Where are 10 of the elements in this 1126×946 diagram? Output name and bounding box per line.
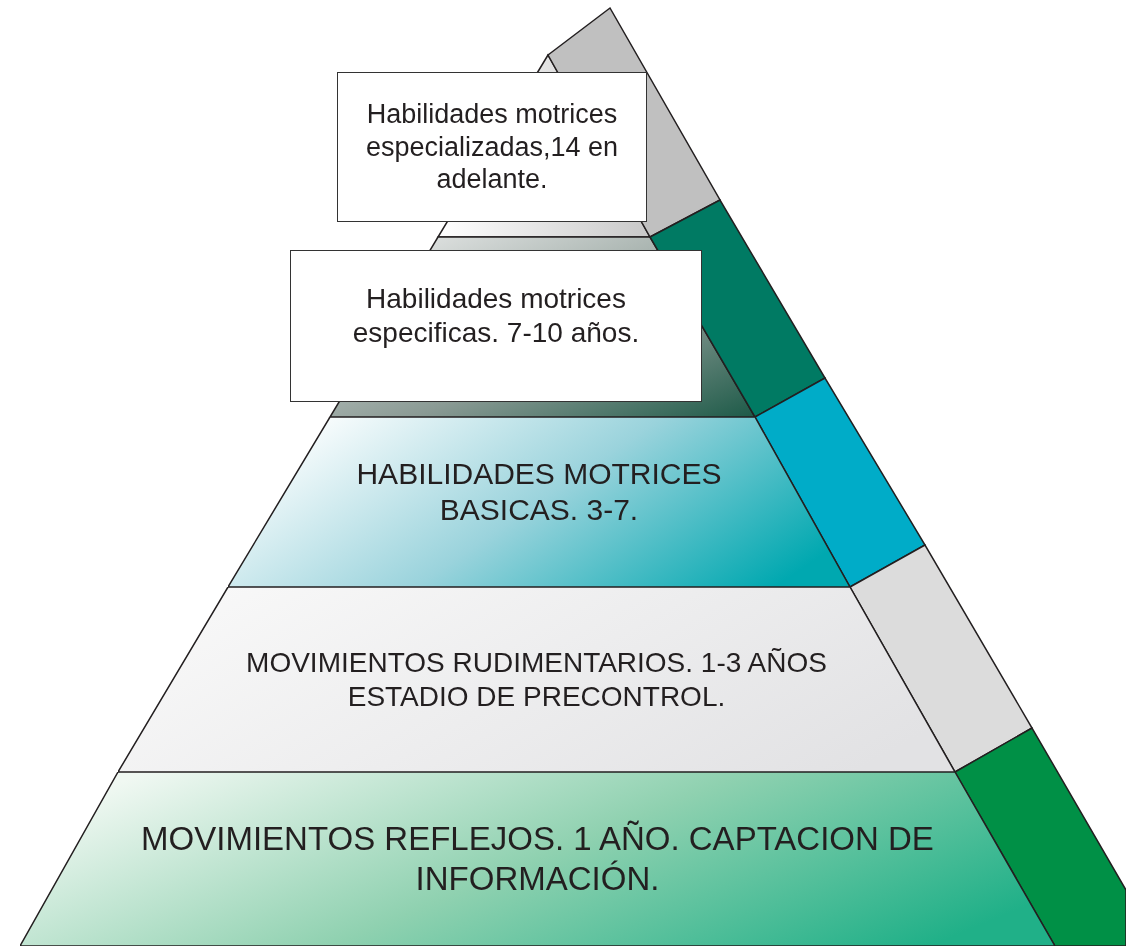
level-text: Habilidades motrices especificas. 7-10 años. (351, 282, 641, 350)
level-text: Habilidades motrices especializadas,14 en adelante. (364, 98, 620, 196)
level-text: HABILIDADES MOTRICES BASICAS. 3-7. (355, 456, 723, 528)
pyramid-level (228, 417, 850, 587)
pyramid-level (118, 587, 955, 772)
label-box (337, 72, 647, 222)
level-text: MOVIMIENTOS REFLEJOS. 1 AÑO. CAPTACION DE INFORMACIÓN. (140, 819, 935, 899)
label-box (290, 250, 702, 402)
pyramid-level (20, 772, 1055, 946)
level-text: MOVIMIENTOS RUDIMENTARIOS. 1-3 AÑOS ESTADIO DE PRECONTROL. (245, 645, 828, 714)
